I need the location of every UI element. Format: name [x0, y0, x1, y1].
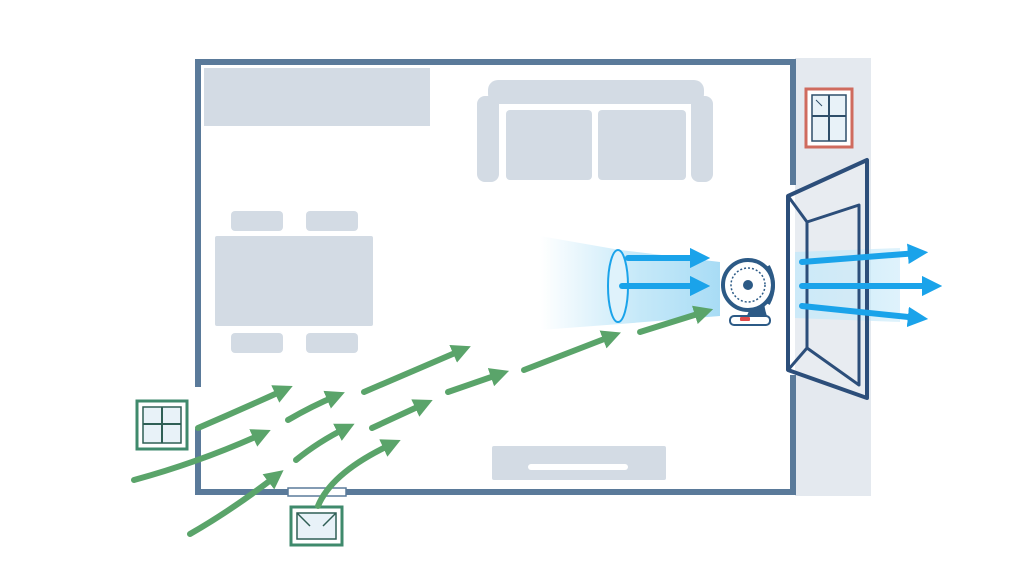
furniture [204, 68, 713, 480]
outgoing-air-arrows [619, 243, 943, 328]
blue-arrow [799, 303, 929, 328]
counter [204, 68, 430, 126]
top-right-window [804, 87, 854, 149]
sofa [477, 80, 713, 182]
tv-console [492, 446, 666, 480]
green-arrow [195, 385, 293, 431]
pedestal-fan [721, 258, 775, 326]
green-arrow [293, 423, 355, 463]
green-arrow [521, 330, 621, 373]
green-arrow [637, 305, 714, 335]
right-open-window [786, 158, 869, 400]
left-window [135, 399, 189, 451]
green-arrow [285, 390, 345, 423]
blue-arrow [799, 243, 929, 265]
bottom-door [287, 487, 347, 547]
green-arrow [361, 344, 471, 395]
green-arrow [445, 368, 510, 395]
green-arrow [315, 439, 401, 509]
green-arrow [369, 399, 433, 431]
green-arrow [187, 470, 284, 537]
chairs [231, 211, 358, 353]
green-arrow [131, 429, 271, 483]
dining-table [215, 236, 373, 326]
incoming-fresh-air-arrows [131, 305, 714, 537]
